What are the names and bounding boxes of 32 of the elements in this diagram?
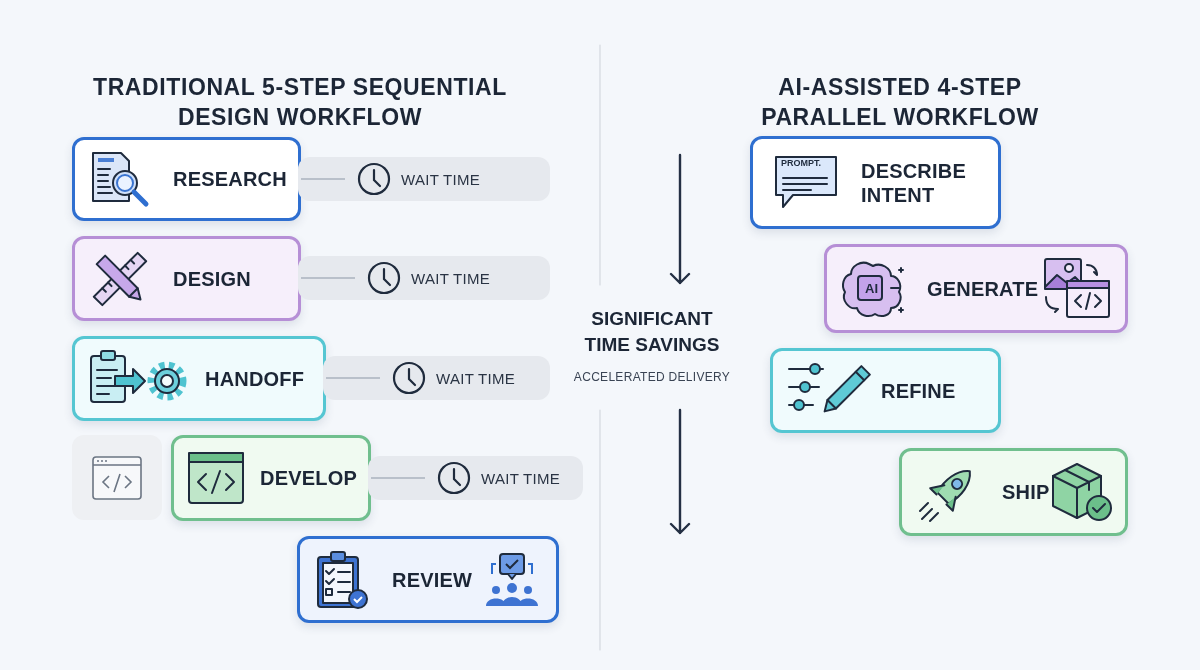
step-label: HANDOFF	[205, 366, 306, 391]
step-label: REVIEW	[392, 567, 474, 592]
step-label: DESCRIBE INTENT	[861, 158, 967, 207]
icon-caption: PROMPT.	[781, 158, 821, 168]
connector-line	[300, 277, 356, 279]
step-card	[72, 137, 301, 221]
savings-subtitle: ACCELERATED DELIVERY	[572, 370, 732, 384]
connector-line	[370, 477, 426, 479]
wait-time-text: WAIT TIME	[481, 469, 561, 487]
step-label: DESIGN	[173, 266, 252, 291]
step-label: RESEARCH	[173, 167, 287, 191]
step-card	[899, 448, 1128, 536]
connector-line	[325, 377, 381, 379]
icon-caption: AI	[865, 281, 878, 295]
connector-line	[300, 178, 346, 180]
step-card	[824, 244, 1128, 333]
faded-step-card	[72, 435, 162, 520]
step-card	[297, 536, 559, 623]
savings-heading: SIGNIFICANT TIME SAVINGS	[583, 307, 721, 357]
step-card	[750, 136, 1001, 229]
wait-time-text: WAIT TIME	[436, 369, 516, 387]
section-heading: TRADITIONAL 5-STEP SEQUENTIAL DESIGN WORKFLOW	[92, 73, 508, 132]
step-card	[72, 236, 301, 321]
step-label: DEVELOP	[260, 466, 357, 490]
step-label: REFINE	[881, 378, 957, 403]
step-card	[72, 336, 326, 421]
step-label: SHIP	[1002, 480, 1050, 504]
step-label: GENERATE	[927, 276, 1040, 301]
section-heading: AI-ASSISTED 4-STEP PARALLEL WORKFLOW	[760, 73, 1040, 132]
wait-time-text: WAIT TIME	[411, 269, 491, 287]
step-card	[171, 435, 371, 521]
wait-time-text: WAIT TIME	[401, 170, 481, 188]
